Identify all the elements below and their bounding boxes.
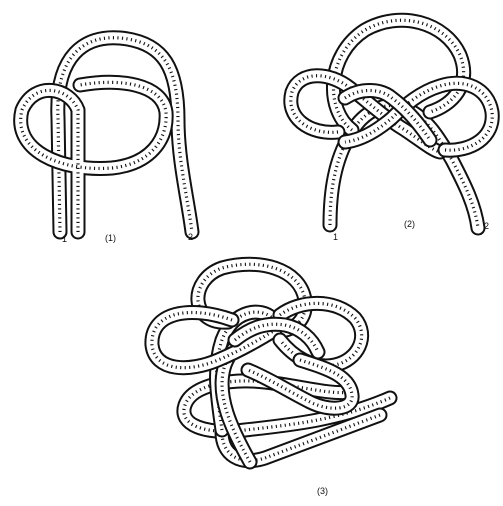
panel-step-2: 1 (2) 2 (291, 20, 492, 242)
rope-core (21, 82, 166, 232)
rope-end-label-1: 1 (333, 232, 338, 242)
rope-segment (21, 82, 166, 232)
panel-step-1: 1 (1) 2 (21, 38, 193, 244)
step-label: (3) (317, 486, 328, 496)
rope-end-label-2: 2 (188, 232, 193, 242)
step-label: (1) (105, 233, 116, 243)
rope-end-label-1: 1 (62, 234, 67, 244)
rope-end-label-2: 2 (484, 221, 489, 231)
step-label: (2) (404, 219, 415, 229)
panel-step-3: (3) (152, 264, 390, 496)
